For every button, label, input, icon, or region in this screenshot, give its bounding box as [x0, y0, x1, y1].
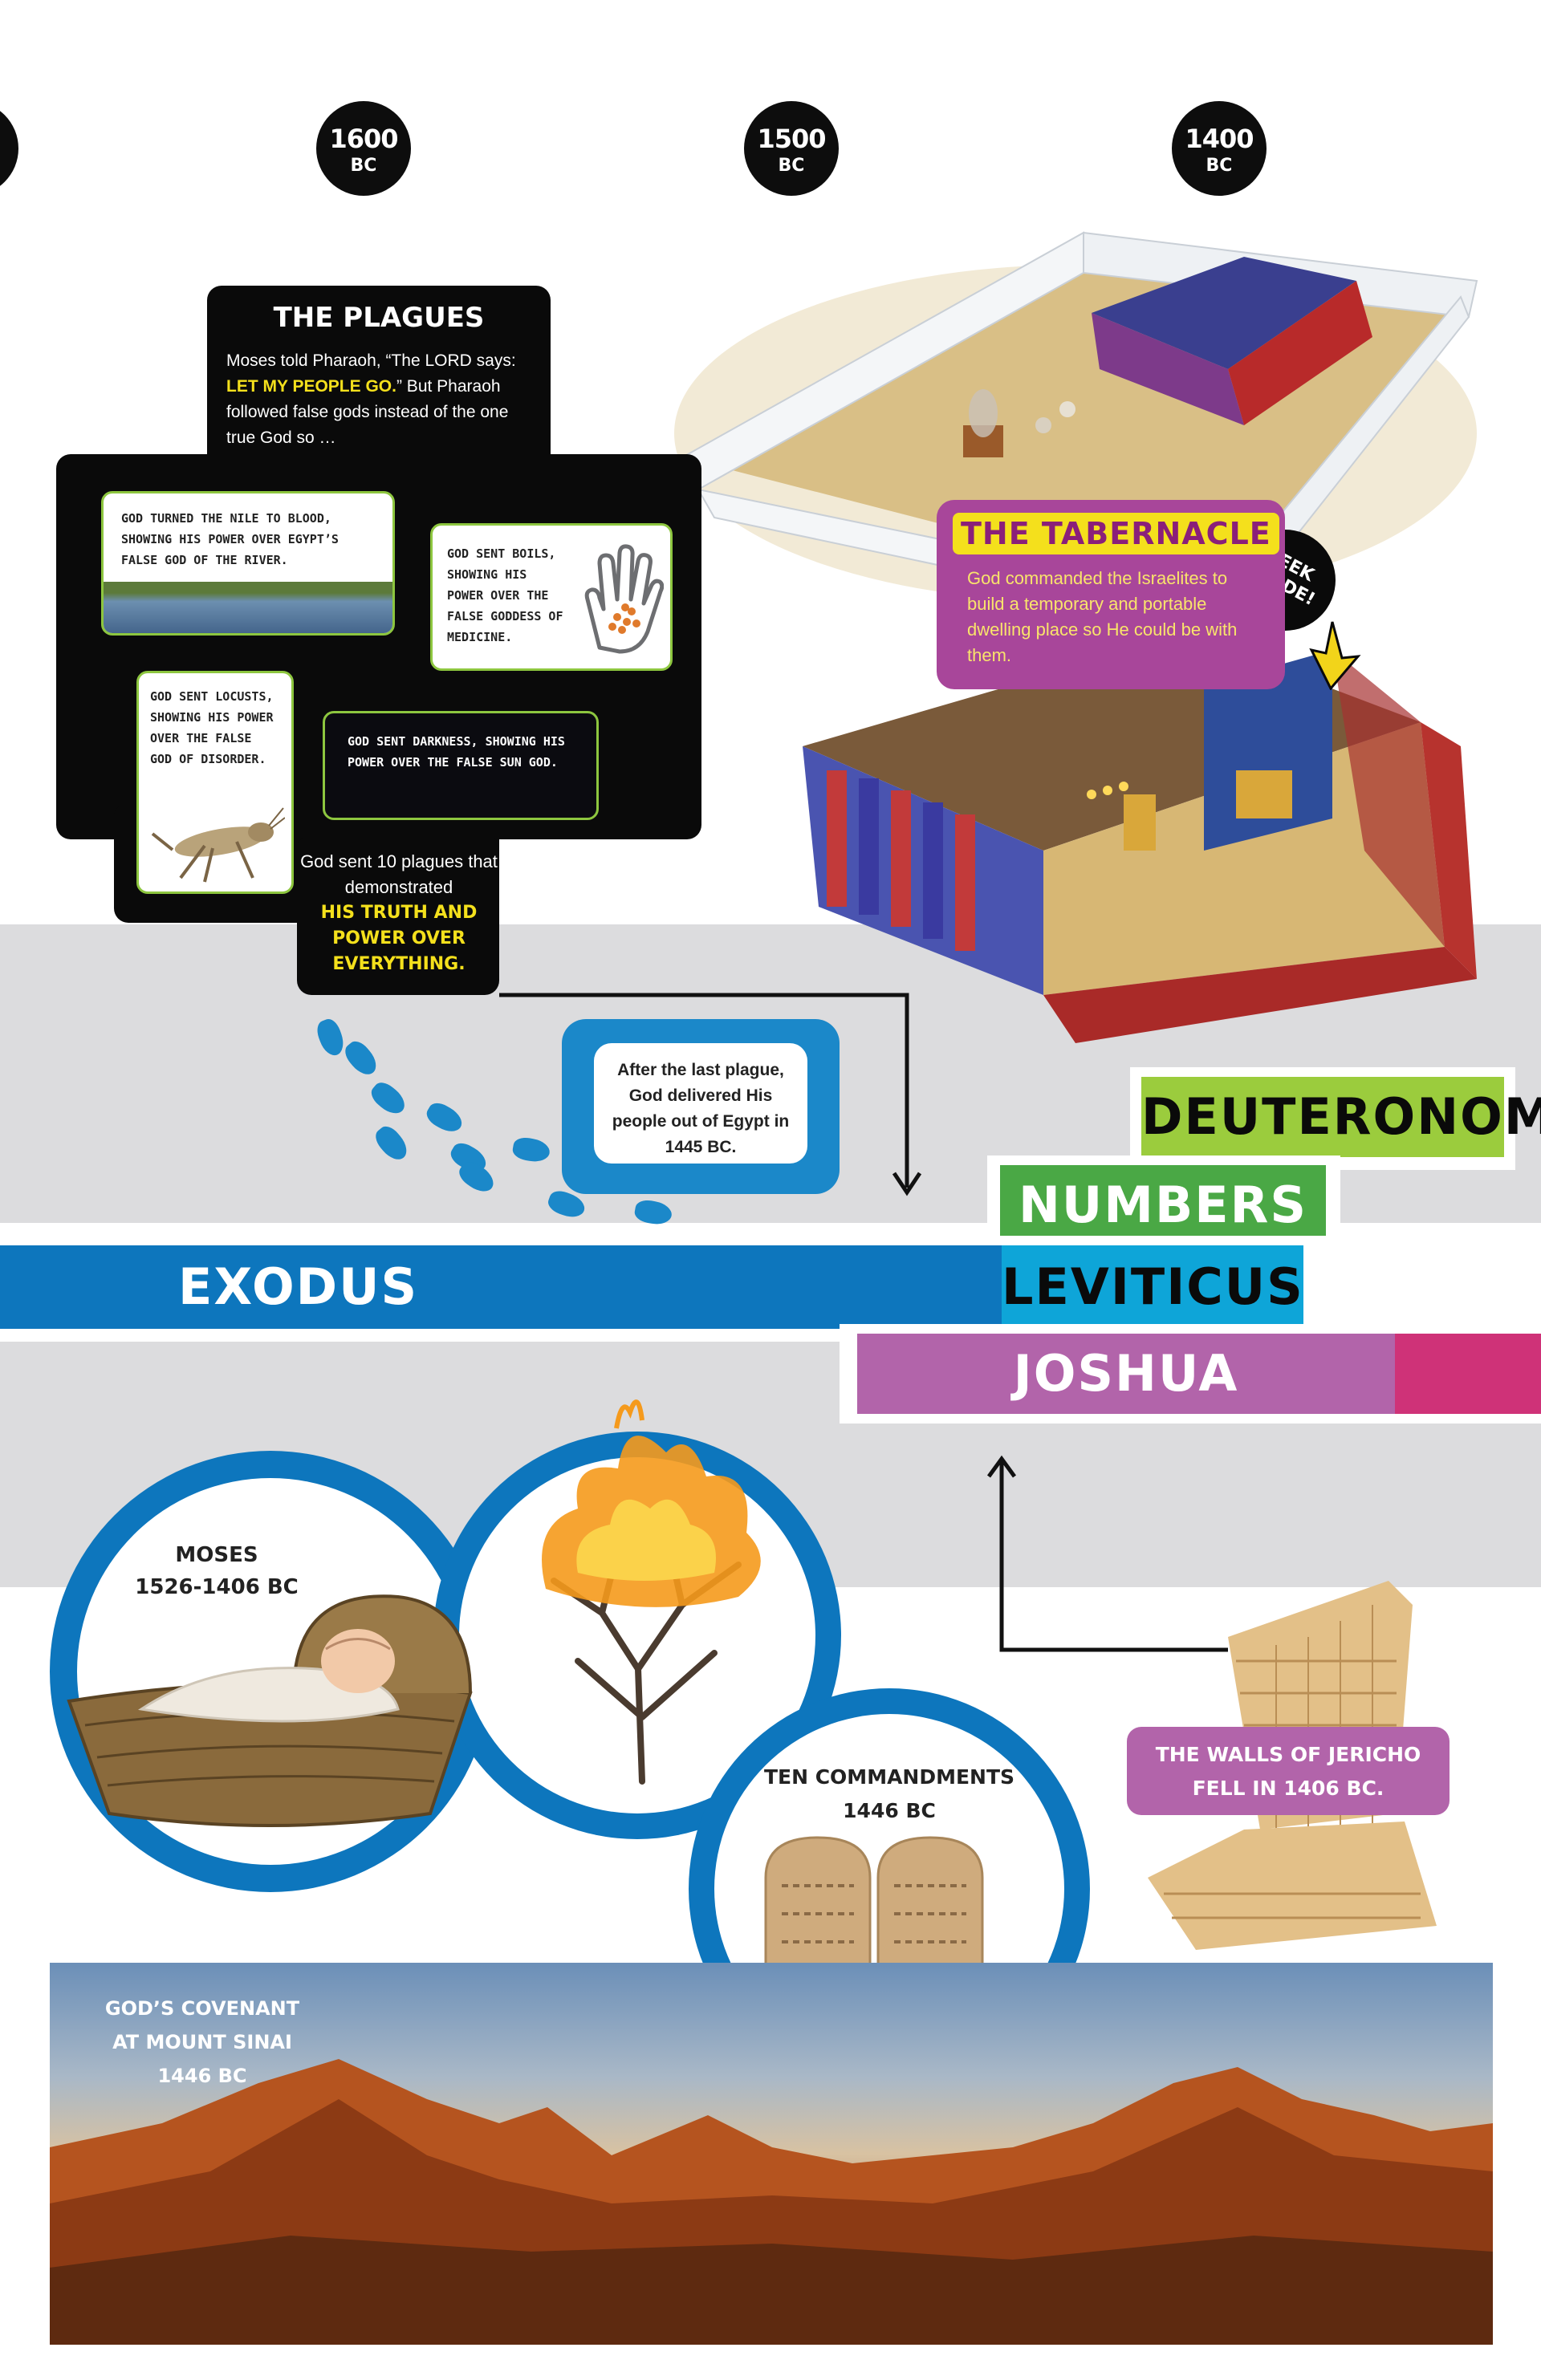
- plagues-intro: Moses told Pharaoh, “The LORD says: LET …: [226, 348, 539, 451]
- year-unit: BC: [350, 156, 377, 176]
- plague-card-nile: GOD TURNED THE NILE TO BLOOD, SHOWING HI…: [101, 491, 395, 636]
- plague-card-locusts: GOD SENT LOCUSTS, SHOWING HIS POWER OVER…: [136, 671, 294, 894]
- year-unit: BC: [1206, 156, 1233, 176]
- commandments-label: TEN COMMANDMENTS 1446 BC: [738, 1761, 1040, 1828]
- plagues-summary-text: God sent 10 plagues that demonstrated: [300, 851, 498, 897]
- nile-river-image: [104, 582, 392, 633]
- locust-icon: [151, 807, 285, 883]
- joshua-next-bar: [1395, 1334, 1541, 1414]
- tabernacle-title-text: THE TABERNACLE: [961, 516, 1271, 551]
- year-value: 1500: [757, 124, 826, 154]
- plague-card-boils: GOD SENT BOILS, SHOWING HIS POWER OVER T…: [430, 523, 673, 671]
- plagues-title: THE PLAGUES: [273, 302, 485, 334]
- year-marker-1600: 1600 BC: [316, 101, 411, 196]
- tabernacle-description: God commanded the Israelites to build a …: [967, 568, 1238, 665]
- sinai-caption: GOD’S COVENANT AT MOUNT SINAI 1446 BC: [82, 1992, 323, 2093]
- moses-label: MOSES 1526-1406 BC: [120, 1539, 313, 1603]
- commandments-date: 1446 BC: [843, 1799, 936, 1822]
- moses-name: MOSES: [175, 1543, 258, 1567]
- moses-dates: 1526-1406 BC: [135, 1575, 299, 1599]
- delivery-inner: After the last plague, God delivered His…: [594, 1043, 807, 1164]
- mountain-range-image: [50, 2059, 1493, 2345]
- book-deuteronomy[interactable]: DEUTERONOMY: [1141, 1077, 1541, 1157]
- year-value: 1600: [329, 124, 398, 154]
- plagues-intro-text-end: ” But Pharaoh followed false gods instea…: [226, 377, 509, 447]
- plague-card-boils-text: GOD SENT BOILS, SHOWING HIS POWER OVER T…: [447, 546, 563, 644]
- delivery-text: After the last plague, God delivered His…: [612, 1061, 790, 1156]
- commandments-title: TEN COMMANDMENTS: [763, 1765, 1015, 1789]
- peek-arrow-icon: [1309, 621, 1361, 690]
- mount-sinai-panorama: GOD’S COVENANT AT MOUNT SINAI 1446 BC: [50, 1963, 1493, 2345]
- tabernacle-info-box: THE TABERNACLE God commanded the Israeli…: [937, 500, 1285, 689]
- jericho-caption: THE WALLS OF JERICHO FELL IN 1406 BC.: [1155, 1743, 1421, 1800]
- plague-card-darkness: GOD SENT DARKNESS, SHOWING HIS POWER OVE…: [323, 711, 599, 820]
- year-value: 1400: [1185, 124, 1254, 154]
- plague-card-nile-text: GOD TURNED THE NILE TO BLOOD, SHOWING HI…: [121, 511, 339, 567]
- delivery-box: After the last plague, God delivered His…: [562, 1019, 840, 1194]
- hand-icon: [584, 544, 664, 654]
- plagues-intro-text: Moses told Pharaoh, “The LORD says:: [226, 351, 516, 370]
- sinai-caption-line3: 1446 BC: [157, 2065, 247, 2087]
- burning-bush-image: [542, 1399, 761, 1785]
- plagues-summary-box: [297, 835, 499, 995]
- book-leviticus[interactable]: LEVITICUS: [1002, 1245, 1303, 1329]
- baby-basket-image: [67, 1594, 473, 1827]
- tabernacle-title: THE TABERNACLE: [953, 513, 1279, 554]
- book-exodus[interactable]: EXODUS: [0, 1245, 1002, 1329]
- year-marker-1400: 1400 BC: [1172, 101, 1267, 196]
- sinai-caption-line1: GOD’S COVENANT: [104, 1997, 300, 2020]
- plagues-summary-highlight: HIS TRUTH AND POWER OVER EVERYTHING.: [320, 903, 478, 974]
- plagues-summary: God sent 10 plagues that demonstrated HI…: [300, 849, 498, 977]
- jericho-caption-box: THE WALLS OF JERICHO FELL IN 1406 BC.: [1127, 1727, 1450, 1815]
- year-marker-1500: 1500 BC: [744, 101, 839, 196]
- plagues-intro-highlight: LET MY PEOPLE GO.: [226, 377, 396, 396]
- plague-card-locusts-text: GOD SENT LOCUSTS, SHOWING HIS POWER OVER…: [150, 689, 274, 766]
- year-unit: BC: [778, 156, 805, 176]
- plague-card-darkness-text: GOD SENT DARKNESS, SHOWING HIS POWER OVE…: [348, 734, 565, 770]
- book-numbers[interactable]: NUMBERS: [1000, 1165, 1326, 1245]
- book-joshua[interactable]: JOSHUA: [857, 1334, 1395, 1414]
- sinai-caption-line2: AT MOUNT SINAI: [112, 2031, 292, 2053]
- plagues-title-box: THE PLAGUES Moses told Pharaoh, “The LOR…: [207, 286, 551, 486]
